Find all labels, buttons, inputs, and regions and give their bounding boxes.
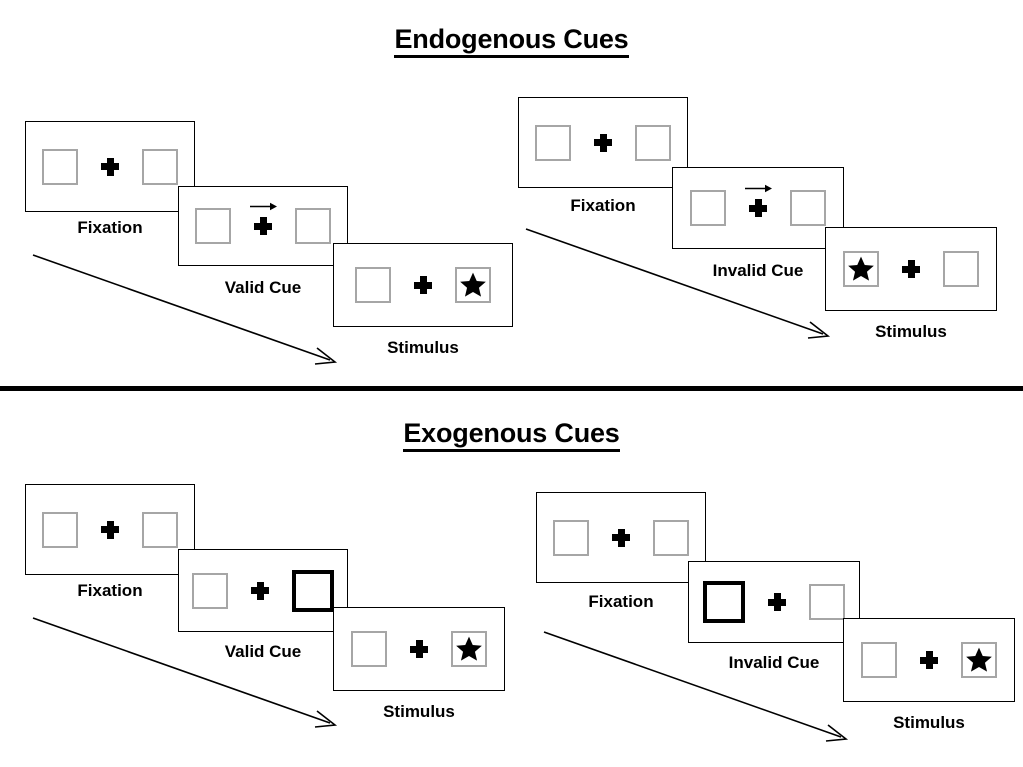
cue-arrow-right-icon <box>745 184 772 193</box>
star-icon <box>848 256 874 281</box>
fixation-cross-icon <box>409 639 429 659</box>
placeholder-box-right <box>790 190 826 226</box>
stimulus-box-left <box>843 251 879 287</box>
fixation-cross-icon <box>745 184 772 218</box>
placeholder-box-left <box>861 642 897 678</box>
star-icon <box>460 272 486 297</box>
caption-exo-invalid-stimulus: Stimulus <box>893 713 965 732</box>
fixation-cross-icon <box>100 520 120 540</box>
stimulus-box-right <box>961 642 997 678</box>
placeholder-box-right <box>142 511 178 548</box>
placeholder-box-right <box>653 519 689 556</box>
placeholder-box-right <box>635 124 671 161</box>
placeholder-box-left <box>42 148 78 185</box>
fixation-cross-icon <box>593 133 613 153</box>
fixation-cross-icon <box>901 259 921 279</box>
section-title-endogenous: Endogenous Cues <box>0 24 1023 58</box>
caption-exo-valid-cue: Valid Cue <box>224 642 302 661</box>
placeholder-box-left <box>192 572 228 609</box>
caption-exo-valid-fixation: Fixation <box>77 581 143 600</box>
placeholder-box-right <box>142 148 178 185</box>
section-title-endogenous-text: Endogenous Cues <box>394 24 629 58</box>
caption-endo-valid-stimulus: Stimulus <box>387 338 459 357</box>
cued-box-right <box>292 569 334 612</box>
trial-frame-exo-invalid-fixation <box>536 492 706 583</box>
placeholder-box-left <box>535 124 571 161</box>
flow-arrow-endogenous-valid <box>32 254 338 365</box>
placeholder-box-left <box>690 190 726 226</box>
stimulus-box-right <box>455 267 491 303</box>
placeholder-box-left <box>355 267 391 303</box>
trial-frame-exo-valid-cue <box>178 549 348 632</box>
trial-frame-exo-invalid-stimulus <box>843 618 1015 702</box>
trial-frame-endo-valid-stimulus <box>333 243 513 327</box>
caption-exo-invalid-cue: Invalid Cue <box>728 653 820 672</box>
fixation-cross-icon <box>767 592 787 612</box>
fixation-cross-icon <box>413 275 433 295</box>
fixation-cross-icon <box>919 650 939 670</box>
stimulus-box-right <box>451 631 487 667</box>
cue-arrow-right-icon <box>250 202 277 211</box>
trial-frame-endo-invalid-fixation <box>518 97 688 188</box>
trial-frame-endo-valid-cue <box>178 186 348 266</box>
flow-arrow-exogenous-invalid <box>543 631 849 742</box>
fixation-cross-icon <box>250 202 277 236</box>
trial-frame-endo-invalid-stimulus <box>825 227 997 311</box>
caption-exo-invalid-fixation: Fixation <box>588 592 654 611</box>
placeholder-box-right <box>809 584 845 620</box>
star-icon <box>966 647 992 672</box>
section-divider <box>0 386 1023 391</box>
caption-endo-invalid-fixation: Fixation <box>570 196 636 215</box>
caption-exo-valid-stimulus: Stimulus <box>383 702 455 721</box>
trial-frame-exo-valid-stimulus <box>333 607 505 691</box>
placeholder-box-right <box>295 208 331 244</box>
section-title-exogenous-text: Exogenous Cues <box>403 418 620 452</box>
trial-frame-endo-valid-fixation <box>25 121 195 212</box>
placeholder-box-right <box>943 251 979 287</box>
fixation-cross-icon <box>100 157 120 177</box>
caption-endo-invalid-stimulus: Stimulus <box>875 322 947 341</box>
fixation-cross-icon <box>250 581 270 601</box>
trial-frame-exo-valid-fixation <box>25 484 195 575</box>
caption-endo-valid-cue: Valid Cue <box>224 278 302 297</box>
caption-endo-invalid-cue: Invalid Cue <box>712 261 804 280</box>
star-icon <box>456 636 482 661</box>
placeholder-box-left <box>553 519 589 556</box>
placeholder-box-left <box>351 631 387 667</box>
section-title-exogenous: Exogenous Cues <box>0 418 1023 452</box>
placeholder-box-left <box>42 511 78 548</box>
trial-frame-exo-invalid-cue <box>688 561 860 643</box>
placeholder-box-left <box>195 208 231 244</box>
fixation-cross-icon <box>611 528 631 548</box>
cued-box-left <box>703 581 745 623</box>
caption-endo-valid-fixation: Fixation <box>77 218 143 237</box>
trial-frame-endo-invalid-cue <box>672 167 844 249</box>
